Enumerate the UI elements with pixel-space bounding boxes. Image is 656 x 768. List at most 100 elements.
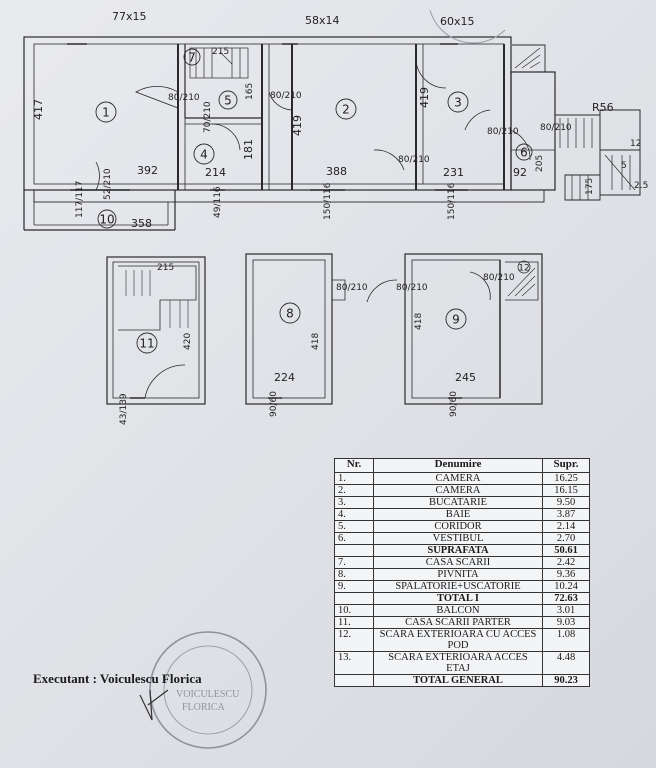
window-label-w7: 90/60 bbox=[269, 391, 279, 417]
row-nr: 10. bbox=[334, 604, 374, 617]
row-nr: 3. bbox=[334, 496, 374, 509]
window-label-3: 60x15 bbox=[440, 15, 475, 28]
room-6-width: 92 bbox=[513, 166, 527, 179]
stamp-line-1: VOICULESCU bbox=[176, 689, 240, 700]
room-5-number: 5 bbox=[224, 94, 232, 108]
row-area: 72.63 bbox=[542, 592, 590, 605]
room-3-number: 3 bbox=[454, 96, 462, 110]
row-nr: 6. bbox=[334, 532, 374, 545]
room-11-outline bbox=[106, 256, 206, 405]
row-name: BAIE bbox=[373, 508, 543, 521]
room-5-height: 165 bbox=[245, 83, 255, 100]
row-nr: 9. bbox=[334, 580, 374, 593]
row-nr: 13. bbox=[334, 651, 374, 675]
row-name: CAMERA bbox=[373, 472, 543, 485]
window-label-w5: 150/116 bbox=[447, 182, 457, 220]
window-label-w2: 52/210 bbox=[103, 168, 113, 200]
row-nr: 2. bbox=[334, 484, 374, 497]
row-name: SCARA EXTERIOARA CU ACCES POD bbox=[373, 628, 543, 652]
row-nr: 11. bbox=[334, 616, 374, 629]
row-area: 2.42 bbox=[542, 556, 590, 569]
row-nr bbox=[334, 592, 374, 605]
room-9-outline bbox=[404, 253, 543, 405]
row-nr: 4. bbox=[334, 508, 374, 521]
row-area: 10.24 bbox=[542, 580, 590, 593]
room-6-height: 205 bbox=[535, 155, 545, 172]
row-nr: 12. bbox=[334, 628, 374, 652]
row-name: BALCON bbox=[373, 604, 543, 617]
door-label-3: 70/210 bbox=[203, 101, 213, 133]
door-label-2: 80/210 bbox=[270, 91, 302, 101]
room-1-width: 392 bbox=[137, 164, 158, 177]
row-area: 90.23 bbox=[542, 674, 590, 687]
row-area: 9.36 bbox=[542, 568, 590, 581]
table-header-row: Nr. Denumire Supr. bbox=[334, 458, 590, 473]
header-name: Denumire bbox=[373, 458, 543, 473]
room-11-height: 420 bbox=[183, 333, 193, 350]
room-1-height: 417 bbox=[32, 99, 45, 120]
room-8-width: 224 bbox=[274, 371, 295, 384]
door-label-7: 80/210 bbox=[336, 283, 368, 293]
door-label-5: 80/210 bbox=[487, 127, 519, 137]
room-9-number: 9 bbox=[452, 313, 460, 327]
row-name: VESTIBUL bbox=[373, 532, 543, 545]
row-area: 16.25 bbox=[542, 472, 590, 485]
room-10-width: 358 bbox=[131, 217, 152, 230]
header-nr: Nr. bbox=[334, 458, 374, 473]
row-name: SPALATORIE+USCATORIE bbox=[373, 580, 543, 593]
room-2-width: 388 bbox=[326, 165, 347, 178]
stamp-line-2: FLORICA bbox=[182, 702, 226, 713]
room-8-number: 8 bbox=[286, 307, 294, 321]
window-label-w4: 150/116 bbox=[323, 182, 333, 220]
room-3-height: 419 bbox=[418, 87, 431, 108]
room-12-number: 12 bbox=[518, 264, 529, 274]
door-label-4: 80/210 bbox=[398, 155, 430, 165]
room-11-width: 215 bbox=[157, 263, 174, 273]
row-area: 9.50 bbox=[542, 496, 590, 509]
room-2-number: 2 bbox=[342, 103, 350, 117]
room-8-height: 418 bbox=[311, 333, 321, 350]
row-nr: 8. bbox=[334, 568, 374, 581]
row-name: PIVNITA bbox=[373, 568, 543, 581]
row-name: CORIDOR bbox=[373, 520, 543, 533]
window-label-w3: 49/116 bbox=[213, 186, 223, 218]
row-area: 9.03 bbox=[542, 616, 590, 629]
door-label-9: 80/210 bbox=[483, 273, 515, 283]
stair-label: R56 bbox=[592, 101, 614, 114]
row-area: 2.70 bbox=[542, 532, 590, 545]
row-area: 1.08 bbox=[542, 628, 590, 652]
row-area: 50.61 bbox=[542, 544, 590, 557]
window-label-2: 58x14 bbox=[305, 14, 340, 27]
row-nr: 1. bbox=[334, 472, 374, 485]
row-name: TOTAL GENERAL bbox=[373, 674, 543, 687]
misc-label-c: 2.5 bbox=[634, 181, 648, 191]
room-11-number: 11 bbox=[139, 337, 154, 351]
row-name: CAMERA bbox=[373, 484, 543, 497]
door-label-6: 80/210 bbox=[540, 123, 572, 133]
room-7-number: 7 bbox=[188, 51, 196, 65]
main-building-outline bbox=[23, 36, 512, 191]
room-1-number: 1 bbox=[102, 106, 110, 120]
row-name: CASA SCARII PARTER bbox=[373, 616, 543, 629]
door-label-1: 80/210 bbox=[168, 93, 200, 103]
room-2-height: 419 bbox=[291, 115, 304, 136]
room-4-width: 214 bbox=[205, 166, 226, 179]
row-area: 16.15 bbox=[542, 484, 590, 497]
row-area: 3.01 bbox=[542, 604, 590, 617]
row-area: 3.87 bbox=[542, 508, 590, 521]
room-3-width: 231 bbox=[443, 166, 464, 179]
row-area: 4.48 bbox=[542, 651, 590, 675]
